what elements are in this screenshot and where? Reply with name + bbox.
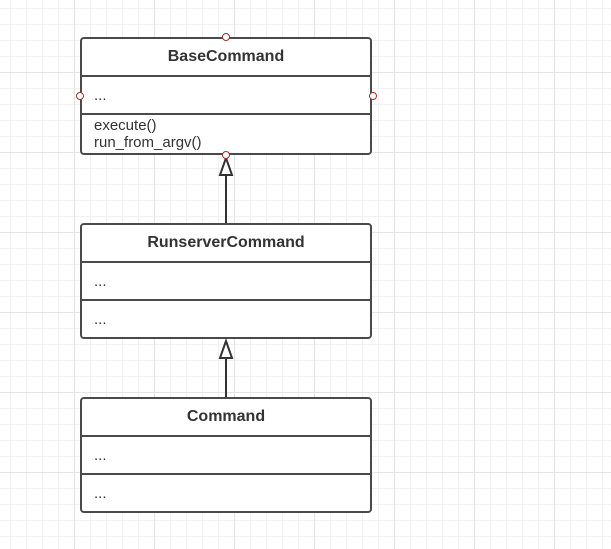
selection-handle-bottom[interactable] <box>222 151 230 159</box>
inheritance-arrow-icon <box>218 154 234 176</box>
class-basecommand[interactable]: BaseCommand ... execute() run_from_argv(… <box>80 37 372 155</box>
inheritance-arrow-icon <box>218 337 234 359</box>
class-basecommand-operations: execute() run_from_argv() <box>82 115 370 153</box>
operation-execute: execute() <box>94 117 157 134</box>
class-command-name: Command <box>82 399 370 437</box>
class-command[interactable]: Command ... ... <box>80 397 372 513</box>
class-runservercommand[interactable]: RunserverCommand ... ... <box>80 223 372 339</box>
class-basecommand-attributes: ... <box>82 77 370 115</box>
class-runservercommand-operations: ... <box>94 311 107 328</box>
operation-run-from-argv: run_from_argv() <box>94 134 202 151</box>
generalization-runserver-to-base[interactable] <box>218 154 234 223</box>
selection-handle-top[interactable] <box>222 33 230 41</box>
generalization-command-to-runserver[interactable] <box>218 337 234 397</box>
class-command-attributes: ... <box>82 437 370 475</box>
selection-handle-left[interactable] <box>76 92 84 100</box>
class-runservercommand-name: RunserverCommand <box>82 225 370 263</box>
selection-handle-right[interactable] <box>369 92 377 100</box>
class-runservercommand-attributes: ... <box>82 263 370 301</box>
class-command-operations: ... <box>94 485 107 502</box>
class-basecommand-name: BaseCommand <box>82 39 370 77</box>
